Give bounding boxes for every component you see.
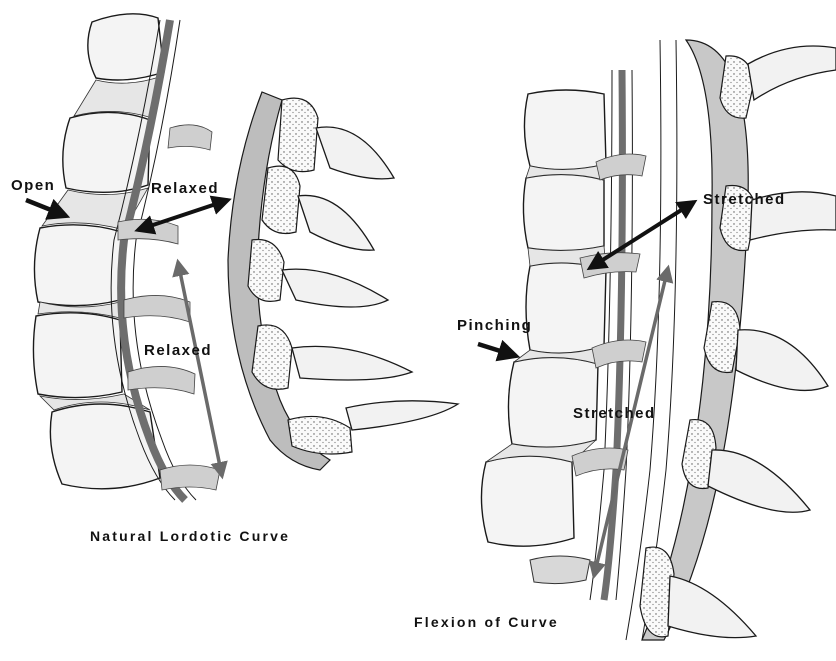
- spinous-process: [316, 127, 394, 179]
- relaxed-mid-label: Relaxed: [144, 342, 212, 359]
- relaxed-top-label: Relaxed: [151, 180, 219, 197]
- pinching-label: Pinching: [457, 317, 532, 334]
- vertebra-body: [88, 14, 164, 80]
- vertebra-body: [523, 174, 604, 250]
- vertebra-body: [526, 263, 606, 353]
- spinous-process: [346, 401, 458, 430]
- relaxed-arrow-mid: [178, 262, 222, 476]
- relaxed-arrow-top: [138, 200, 228, 230]
- spinous-process: [298, 195, 374, 250]
- vertebra-body: [481, 456, 574, 546]
- facet: [288, 416, 352, 454]
- right-caption: Flexion of Curve: [414, 614, 559, 630]
- flexion-spine: [481, 40, 836, 640]
- vertebra-body: [524, 90, 606, 170]
- lordotic-spine: [33, 14, 458, 500]
- open-label: Open: [11, 177, 55, 194]
- facet: [248, 239, 284, 301]
- pinching-arrow: [478, 344, 516, 356]
- stretched-arrow-top: [590, 202, 694, 268]
- facet: [252, 325, 292, 389]
- vertebra-body: [34, 225, 122, 306]
- spinous-process: [736, 330, 828, 391]
- vertebra-body: [508, 357, 598, 447]
- stretched-mid-label: Stretched: [573, 405, 656, 422]
- stretched-top-label: Stretched: [703, 191, 786, 208]
- spinous-process: [708, 450, 810, 512]
- vertebra-body: [33, 313, 122, 398]
- spinous-process: [668, 576, 756, 638]
- spinous-process: [282, 269, 388, 307]
- left-caption: Natural Lordotic Curve: [90, 528, 290, 544]
- spinous-process: [748, 46, 836, 100]
- spinous-process: [292, 346, 412, 380]
- facet: [278, 98, 318, 172]
- facet: [262, 166, 300, 233]
